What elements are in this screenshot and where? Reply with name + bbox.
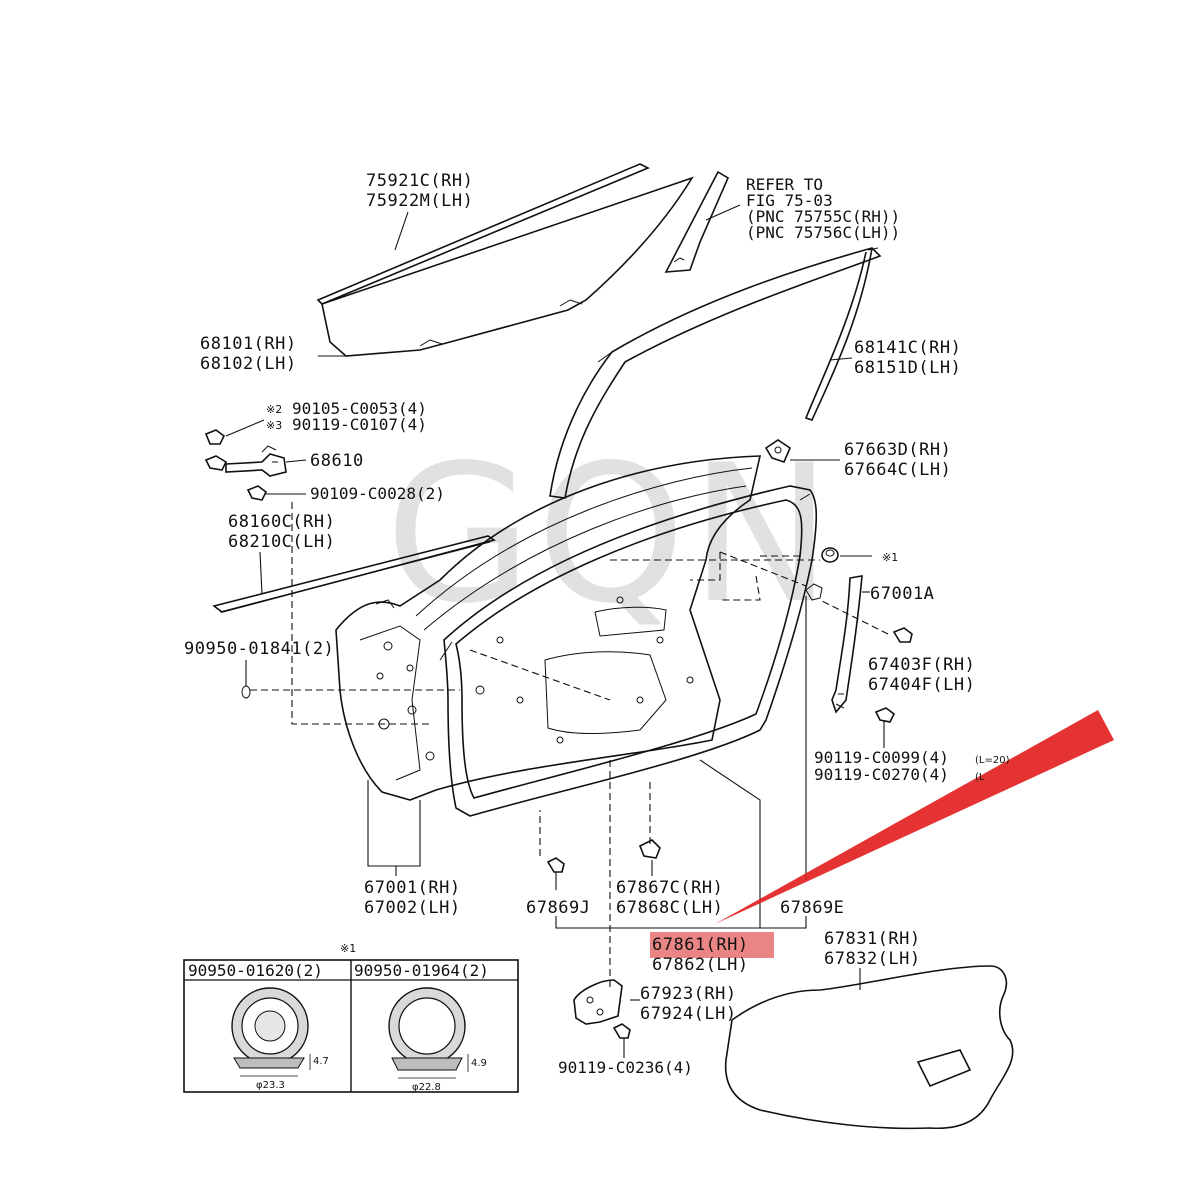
label-90119-c0099: 90119-C0099(4) <box>814 748 949 767</box>
label-67404f: 67404F(LH) <box>868 675 975 695</box>
label-mark-2: ※2 <box>266 403 282 416</box>
label-67868c: 67868C(LH) <box>616 898 723 918</box>
clip-67001a <box>892 627 913 643</box>
label-67001a: 67001A <box>870 584 934 604</box>
label-68210c: 68210C(LH) <box>228 532 335 552</box>
clip-67869j <box>546 857 565 873</box>
label-68160c: 68160C(RH) <box>228 512 335 532</box>
label-67403f: 67403F(RH) <box>868 655 975 675</box>
label-67869j: 67869J <box>526 898 590 918</box>
door-panel <box>335 455 762 801</box>
highlight-box <box>650 932 774 958</box>
label-68151d: 68151D(LH) <box>854 358 961 378</box>
belt-moulding <box>212 535 496 613</box>
label-68102: 68102(LH) <box>200 354 297 374</box>
label-l-cut: (L <box>975 772 985 783</box>
label-67663d: 67663D(RH) <box>844 440 951 460</box>
cushion <box>764 439 791 463</box>
screw-90119 <box>874 707 896 723</box>
label-refer-2: FIG 75-03 <box>746 191 833 210</box>
label-68610: 68610 <box>310 451 364 471</box>
grommet <box>821 547 839 563</box>
label-l20: (L=20) <box>975 755 1010 766</box>
label-75921c: 75921C(RH) <box>366 171 473 191</box>
label-67832: 67832(LH) <box>824 949 921 969</box>
clip-e <box>805 583 823 601</box>
window-glass <box>316 163 694 357</box>
service-hole-cover <box>724 965 1014 1130</box>
label-67923: 67923(RH) <box>640 984 737 1004</box>
hole-plug <box>241 685 251 699</box>
label-67869e: 67869E <box>780 898 844 918</box>
label-67664c: 67664C(LH) <box>844 460 951 480</box>
label-refer-1: REFER TO <box>746 175 823 194</box>
label-mark-1a: ※1 <box>882 551 898 564</box>
label-90119-c0270: 90119-C0270(4) <box>814 765 949 784</box>
label-mark-3: ※3 <box>266 419 282 432</box>
label-90105: 90105-C0053(4) <box>292 399 427 418</box>
label-67831: 67831(RH) <box>824 929 921 949</box>
label-90950-01841: 90950-01841(2) <box>184 639 334 659</box>
label-refer-3: (PNC 75755C(RH)) <box>746 207 900 226</box>
label-68101: 68101(RH) <box>200 334 297 354</box>
label-67924: 67924(LH) <box>640 1004 737 1024</box>
glass-channel <box>549 247 882 499</box>
weather-clip <box>638 839 661 859</box>
label-dim-a-d: φ23.3 <box>256 1080 285 1091</box>
label-90950-01964: 90950-01964(2) <box>354 961 489 980</box>
label-90119-c0107: 90119-C0107(4) <box>292 415 427 434</box>
label-dim-a-h: 4.7 <box>313 1056 329 1067</box>
door-weatherstrip <box>439 485 818 817</box>
check-assembly <box>204 429 287 501</box>
label-75922m: 75922M(LH) <box>366 191 473 211</box>
label-refer-4: (PNC 75756C(LH)) <box>746 223 900 242</box>
label-90109: 90109-C0028(2) <box>310 484 445 503</box>
plug-detail-boxes <box>183 959 519 1093</box>
label-67002: 67002(LH) <box>364 898 461 918</box>
label-67867c: 67867C(RH) <box>616 878 723 898</box>
label-90950-01620: 90950-01620(2) <box>188 961 323 980</box>
label-67001: 67001(RH) <box>364 878 461 898</box>
label-67861: 67861(RH) <box>652 935 749 955</box>
bracket <box>573 979 631 1039</box>
frame-strip <box>831 575 863 714</box>
corner-piece <box>664 170 730 273</box>
watermark: GQN <box>385 424 836 645</box>
highlight-arrow <box>715 710 1114 924</box>
label-68141c: 68141C(RH) <box>854 338 961 358</box>
label-67862: 67862(LH) <box>652 955 749 975</box>
label-dim-b-h: 4.9 <box>471 1058 487 1069</box>
label-90119-c0236: 90119-C0236(4) <box>558 1058 693 1077</box>
label-dim-b-d: φ22.8 <box>412 1082 441 1093</box>
label-mark-1b: ※1 <box>340 942 356 955</box>
